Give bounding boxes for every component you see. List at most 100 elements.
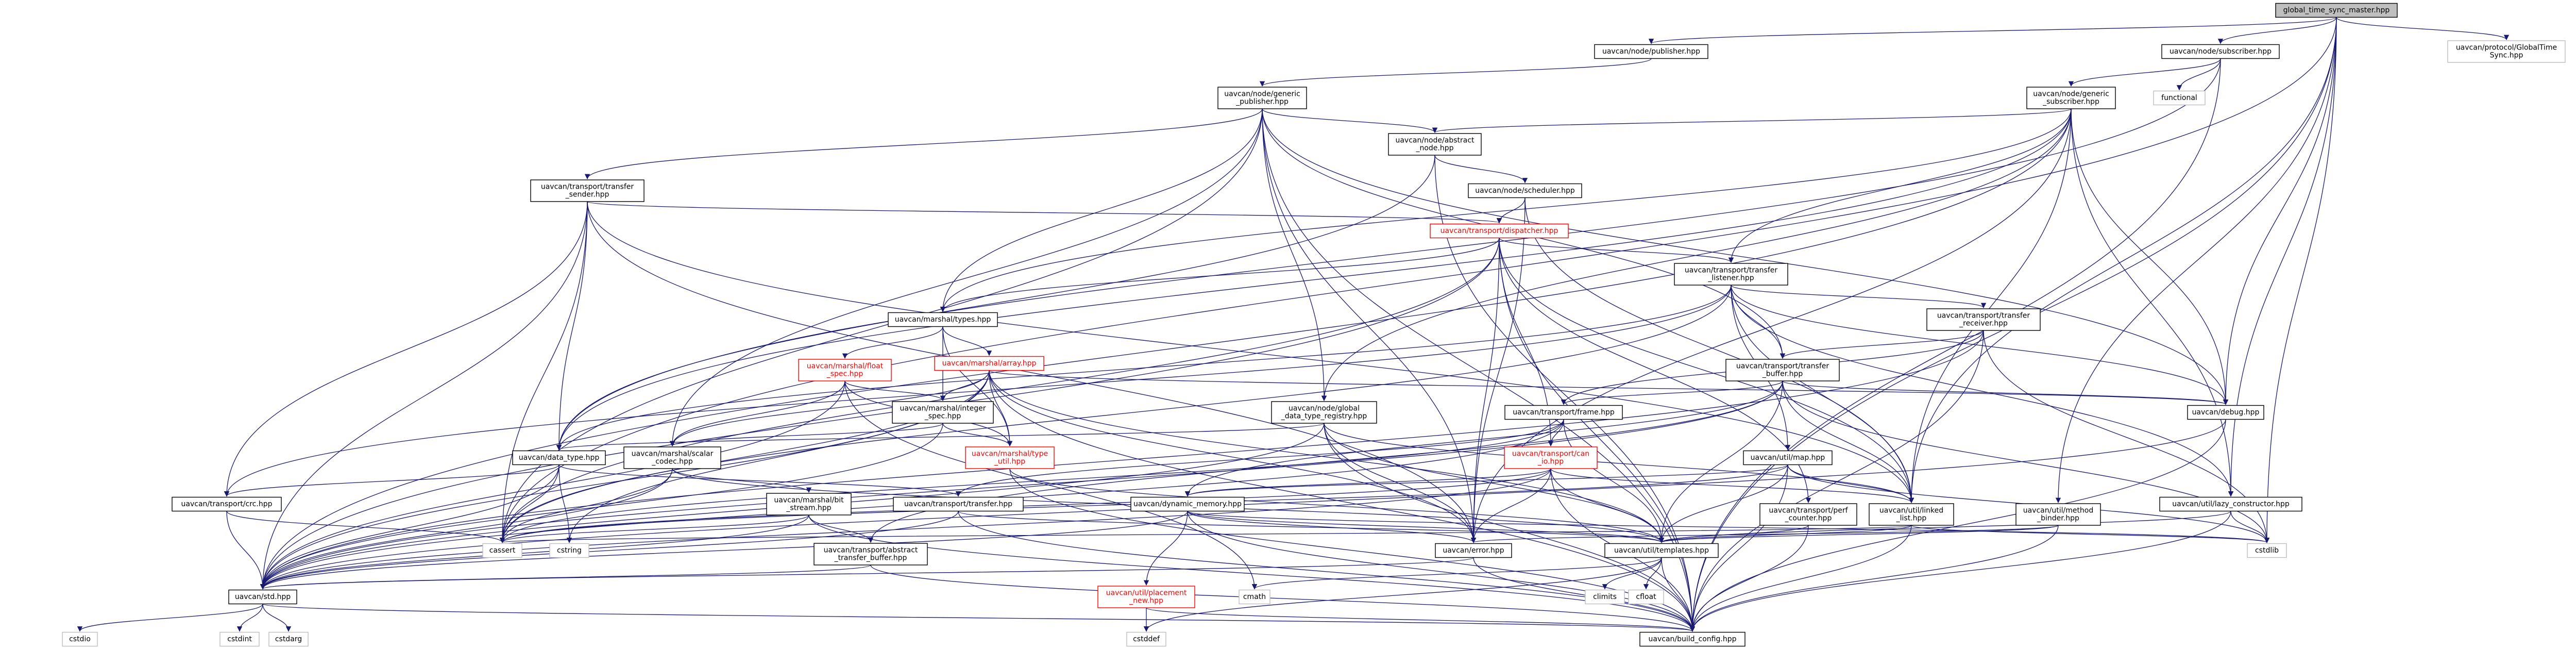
graph-node-dynmem[interactable]: uavcan/dynamic_memory.hpp (1130, 496, 1245, 512)
graph-node-publisher[interactable]: uavcan/node/publisher.hpp (1594, 44, 1708, 59)
graph-node-label: cstdio (69, 635, 91, 643)
graph-node-label: cstring (557, 546, 582, 555)
graph-node-label: cstdint (227, 635, 252, 643)
graph-node-tlistener[interactable]: uavcan/transport/transfer_listener.hpp (1674, 263, 1788, 286)
graph-edge-dispatcher-to-tlistener (1499, 237, 1734, 263)
graph-node-datatype[interactable]: uavcan/data_type.hpp (512, 450, 606, 465)
graph-node-tabuf[interactable]: uavcan/transport/abstract_transfer_buffe… (814, 543, 928, 565)
graph-node-box (62, 631, 98, 647)
graph-node-mscalar[interactable]: uavcan/marshal/scalar_codec.hpp (623, 446, 721, 469)
graph-edge-gensub-to-mtypes (940, 108, 2072, 312)
graph-node-subscriber[interactable]: uavcan/node/subscriber.hpp (2161, 44, 2280, 59)
graph-node-tframe[interactable]: uavcan/transport/frame.hpp (1504, 405, 1623, 420)
graph-edge-tsender-to-error (587, 201, 1477, 543)
graph-node-placement[interactable]: uavcan/util/placement_new.hpp (1097, 586, 1195, 608)
graph-node-functional: functional (2153, 90, 2206, 106)
graph-edge-umap-to-dynmem (1185, 464, 1788, 497)
graph-node-buildcfg[interactable]: uavcan/build_config.hpp (1639, 631, 1745, 647)
graph-node-box (1759, 503, 1857, 526)
graph-node-box (172, 496, 282, 512)
graph-node-dispatcher[interactable]: uavcan/transport/dispatcher.hpp (1430, 223, 1569, 239)
graph-node-label: uavcan/util/linked_list.hpp (1879, 507, 1943, 523)
graph-node-box (1126, 631, 1166, 647)
graph-node-error[interactable]: uavcan/error.hpp (1435, 543, 1512, 558)
graph-node-absnode[interactable]: uavcan/node/abstract_node.hpp (1388, 133, 1482, 156)
graph-node-scheduler[interactable]: uavcan/node/scheduler.hpp (1468, 183, 1582, 198)
graph-node-label: uavcan/transport/transfer_receiver.hpp (1937, 312, 2030, 328)
graph-node-minteger[interactable]: uavcan/marshal/integer_spec.hpp (892, 401, 994, 424)
graph-edge-genpub-to-tsender (584, 108, 1263, 180)
graph-node-box (1097, 586, 1195, 608)
graph-node-box (1743, 450, 1833, 465)
graph-edge-mtypes-to-mfloat (842, 326, 943, 359)
graph-node-cmath: cmath (1239, 589, 1270, 605)
graph-node-label: uavcan/error.hpp (1443, 546, 1504, 555)
graph-node-box (2026, 87, 2116, 109)
graph-edge-std-to-cstdarg (262, 604, 292, 632)
graph-node-label: uavcan/util/map.hpp (1751, 454, 1825, 462)
graph-edge-tlistener-to-lazy (1731, 285, 2234, 497)
graph-node-std[interactable]: uavcan/std.hpp (228, 589, 297, 605)
graph-edge-subscriber-to-gensub (2068, 58, 2221, 87)
graph-node-mbit[interactable]: uavcan/marshal/bit_stream.hpp (766, 493, 852, 515)
graph-edge-mbit-to-tabuf (808, 514, 874, 543)
graph-node-tperf[interactable]: uavcan/transport/perf_counter.hpp (1759, 503, 1857, 526)
graph-edge-datatype-to-std (260, 464, 560, 590)
graph-edge-tsender-to-cassert (499, 201, 588, 543)
graph-edge-genpub-to-debug (1262, 108, 2229, 405)
graph-node-label: uavcan/node/generic_subscriber.hpp (2033, 90, 2109, 106)
graph-edge-gensub-to-tlistener (1728, 108, 2072, 263)
graph-node-tsender[interactable]: uavcan/transport/transfer_sender.hpp (530, 179, 645, 202)
graph-node-label: cstdarg (275, 635, 302, 643)
graph-node-box (1430, 223, 1569, 239)
graph-node-bridge[interactable]: uavcan/util/method_binder.hpp (2015, 503, 2101, 526)
graph-node-box (1468, 183, 1582, 198)
graph-node-tbuffer[interactable]: uavcan/transport/transfer_buffer.hpp (1725, 359, 1840, 381)
graph-node-box (2161, 44, 2280, 59)
graph-node-gdtr[interactable]: uavcan/node/global_data_type_registry.hp… (1271, 401, 1377, 424)
graph-edge-placement-to-buildcfg (1146, 607, 1695, 632)
graph-edge-bridge-to-error (1471, 525, 2059, 543)
graph-edge-gdtr-to-buildcfg (1324, 423, 1696, 632)
graph-node-box (2153, 90, 2206, 106)
graph-edge-gensub-to-std (260, 108, 2072, 590)
graph-edge-std-to-cstdio (77, 604, 263, 632)
graph-node-treceiver[interactable]: uavcan/transport/transfer_receiver.hpp (1926, 308, 2041, 331)
graph-node-linked[interactable]: uavcan/util/linked_list.hpp (1869, 503, 1954, 526)
graph-node-tcrc[interactable]: uavcan/transport/crc.hpp (172, 496, 282, 512)
graph-node-ttransfer[interactable]: uavcan/transport/transfer.hpp (893, 496, 1024, 512)
graph-node-templates[interactable]: uavcan/util/templates.hpp (1604, 543, 1719, 558)
graph-edge-linked-to-cassert (500, 525, 1912, 543)
graph-node-box (798, 359, 892, 381)
graph-edge-mbit-to-cassert (500, 514, 809, 543)
graph-node-tcan[interactable]: uavcan/transport/can_io.hpp (1504, 446, 1598, 469)
graph-node-label: uavcan/node/publisher.hpp (1602, 47, 1700, 56)
graph-node-root[interactable]: global_time_sync_master.hpp (2275, 3, 2398, 18)
graph-node-genpub[interactable]: uavcan/node/generic_publisher.hpp (1217, 87, 1307, 109)
graph-edge-root-to-cstdlib (2264, 17, 2337, 543)
graph-edge-umap-to-linked (1787, 464, 1914, 504)
graph-node-umap[interactable]: uavcan/util/map.hpp (1743, 450, 1833, 465)
graph-edge-tcrc-to-std (226, 511, 266, 590)
graph-edge-marray-to-buildcfg (989, 370, 1696, 632)
graph-node-label: uavcan/dynamic_memory.hpp (1133, 500, 1242, 508)
graph-node-lazy[interactable]: uavcan/util/lazy_constructor.hpp (2159, 496, 2302, 512)
graph-node-gensub[interactable]: uavcan/node/generic_subscriber.hpp (2026, 87, 2116, 109)
graph-node-box (814, 543, 928, 565)
graph-edge-tcan-to-linked (1550, 468, 1914, 504)
graph-edge-std-to-cstdint (236, 604, 263, 632)
graph-edge-tframe-to-templates (1563, 419, 1665, 543)
graph-node-mtypes[interactable]: uavcan/marshal/types.hpp (888, 312, 998, 327)
graph-edge-error-to-std (260, 557, 1474, 590)
graph-edge-dynmem-to-std (260, 511, 1188, 590)
graph-node-mtypeutil[interactable]: uavcan/marshal/type_util.hpp (965, 446, 1055, 469)
graph-node-box (623, 446, 721, 469)
graph-node-box (1639, 631, 1745, 647)
graph-node-debug[interactable]: uavcan/debug.hpp (2187, 405, 2264, 420)
graph-edge-genpub-to-mtypes (940, 108, 1263, 312)
graph-edge-tlistener-to-treceiver (1731, 285, 1986, 309)
graph-edge-umap-to-templates (1658, 464, 1788, 543)
graph-node-mfloat[interactable]: uavcan/marshal/float_spec.hpp (798, 359, 892, 381)
graph-node-marray[interactable]: uavcan/marshal/array.hpp (934, 356, 1044, 371)
graph-edge-error-to-buildcfg (1473, 557, 1696, 632)
